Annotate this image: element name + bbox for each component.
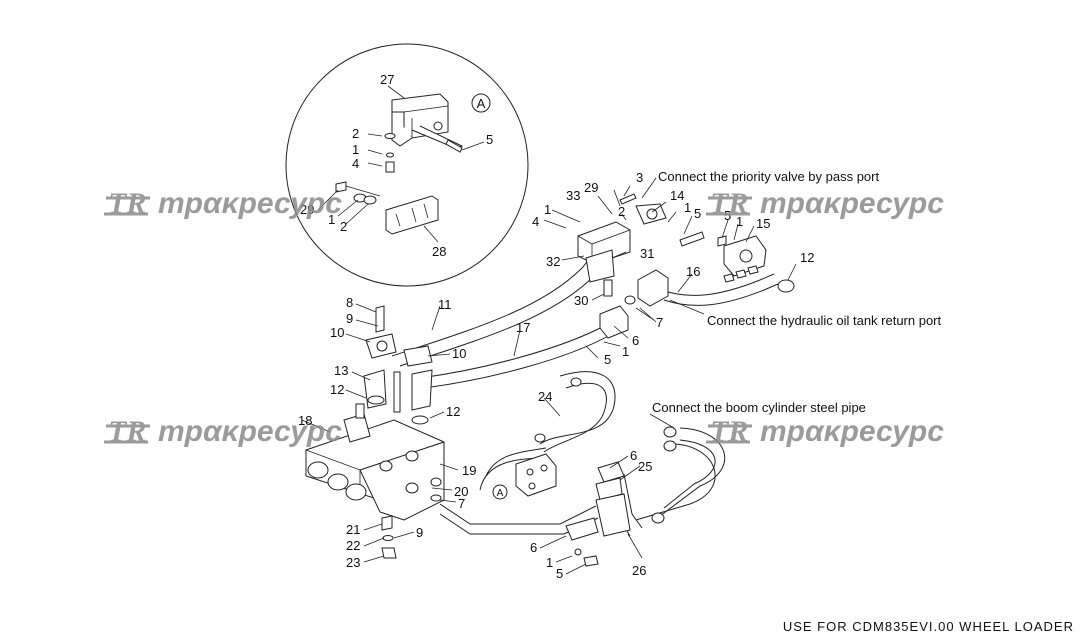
callout-7-lower: 7: [458, 496, 465, 511]
callout-3: 3: [636, 170, 643, 185]
footer-model-label: USE FOR CDM835EVI.00 WHEEL LOADER: [782, 619, 1074, 634]
callout-10-left: 10: [330, 325, 344, 340]
callout-1-top: 1: [684, 200, 691, 215]
detail-a-view: A 27 5 2 1 4 29 1 2: [285, 43, 529, 287]
callout-28: 28: [432, 244, 446, 259]
callout-5-detail: 5: [486, 132, 493, 147]
watermark-bottom-left: TR трακресурс: [104, 415, 342, 448]
svg-text:трακресурс: трακресурс: [158, 415, 342, 448]
callout-31: 31: [640, 246, 654, 261]
callout-26: 26: [632, 563, 646, 578]
callout-4-bracket: 4: [532, 214, 539, 229]
callout-19: 19: [462, 463, 476, 478]
callout-12-left: 12: [330, 382, 344, 397]
callout-24: 24: [538, 389, 552, 404]
note-priority-valve: Connect the priority valve by pass port: [658, 169, 879, 184]
callout-6-bottom: 6: [530, 540, 537, 555]
watermark-bottom-right: TR трακресурс: [706, 415, 944, 448]
callout-1-bracket: 1: [544, 202, 551, 217]
callout-5-mid: 5: [604, 352, 611, 367]
detail-a-label: A: [477, 96, 486, 111]
callout-1-detail: 1: [352, 142, 359, 157]
ref-marker-a-label: A: [497, 488, 504, 499]
note-boom-cylinder: Connect the boom cylinder steel pipe: [652, 400, 866, 415]
hose-network: [391, 257, 779, 537]
callout-2-detail-b: 2: [340, 219, 347, 234]
callout-numbers: 3 33 29 2 14 1 5 5 1 15 1 4 31 32 16 12 …: [298, 170, 814, 581]
callout-29: 29: [584, 180, 598, 195]
callout-2: 2: [618, 204, 625, 219]
callout-12-return: 12: [800, 250, 814, 265]
callout-7-return: 7: [656, 315, 663, 330]
callout-17: 17: [516, 320, 530, 335]
callout-30: 30: [574, 293, 588, 308]
callout-33: 33: [566, 188, 580, 203]
callout-1-mid: 1: [622, 344, 629, 359]
manifold-block: [515, 377, 677, 567]
callout-18: 18: [298, 413, 312, 428]
callout-1-detail-b: 1: [328, 212, 335, 227]
callout-21: 21: [346, 522, 360, 537]
callout-25: 25: [638, 459, 652, 474]
callout-8: 8: [346, 295, 353, 310]
leader-lines: [301, 177, 797, 575]
bracket-27: [391, 93, 464, 149]
plate-28: [385, 195, 439, 235]
callout-1-bottom: 1: [546, 555, 553, 570]
callout-6-lower: 6: [630, 448, 637, 463]
priority-valve-block: [577, 193, 795, 339]
svg-text:трακресурс: трακресурс: [158, 187, 342, 220]
main-control-valve: [305, 305, 445, 559]
callout-27: 27: [380, 72, 394, 87]
callout-5-top: 5: [694, 206, 701, 221]
callout-4-detail: 4: [352, 156, 359, 171]
callout-11: 11: [438, 297, 452, 312]
callout-2-detail: 2: [352, 126, 359, 141]
callout-1-flange: 1: [736, 214, 743, 229]
callout-29-detail: 29: [300, 202, 314, 217]
watermark-top-left: TR трακресурс: [104, 187, 342, 220]
callout-12-right: 12: [446, 404, 460, 419]
callout-13: 13: [334, 363, 348, 378]
ref-marker-a: [492, 484, 508, 500]
callout-14: 14: [670, 188, 684, 203]
callout-20: 20: [454, 484, 468, 499]
callout-9-top: 9: [346, 311, 353, 326]
svg-text:трακресурс: трακресурс: [760, 415, 944, 448]
callout-15: 15: [756, 216, 770, 231]
callout-10-right: 10: [452, 346, 466, 361]
callout-16: 16: [686, 264, 700, 279]
callout-23: 23: [346, 555, 360, 570]
callout-5-bottom: 5: [556, 566, 563, 581]
detail-a-marker: [471, 93, 491, 113]
callout-32: 32: [546, 254, 560, 269]
watermark-top-right: TR трακресурс: [706, 187, 944, 220]
svg-text:трακресурс: трακресурс: [760, 187, 944, 220]
note-tank-return: Connect the hydraulic oil tank return po…: [707, 313, 942, 328]
callout-22: 22: [346, 538, 360, 553]
callout-6-mid: 6: [632, 333, 639, 348]
callout-9-bottom: 9: [416, 525, 423, 540]
